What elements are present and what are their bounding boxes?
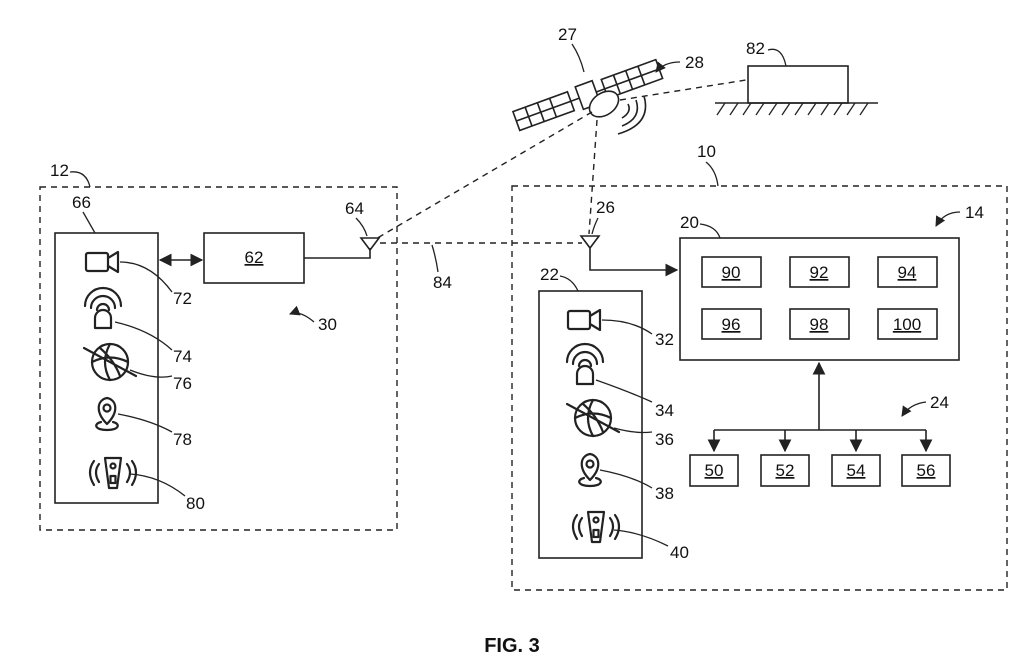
ref-66: 66	[72, 193, 91, 212]
wire-62-64	[304, 248, 371, 259]
remote-sensor-column: 66 72 74 76 78 80	[54, 193, 205, 513]
actuator-tree: 24 50 52 54 56	[689, 361, 951, 487]
wire-26-20	[589, 248, 679, 277]
ref-32: 32	[655, 330, 674, 349]
ref-40: 40	[670, 543, 689, 562]
ref-26: 26	[596, 198, 615, 217]
ref-38: 38	[655, 484, 674, 503]
svg-text:90: 90	[722, 263, 741, 282]
figure-caption: FIG. 3	[484, 635, 540, 657]
controller-box: 20 14 90 92 94 96 98 100	[679, 203, 984, 361]
svg-text:100: 100	[893, 315, 921, 334]
ref-72: 72	[173, 289, 192, 308]
ref-22: 22	[540, 265, 559, 284]
svg-text:52: 52	[776, 461, 795, 480]
svg-text:54: 54	[847, 461, 866, 480]
ref-78: 78	[173, 430, 192, 449]
ref-36: 36	[655, 430, 674, 449]
ref-84: 84	[433, 273, 452, 292]
module-94: 94	[877, 256, 938, 288]
svg-text:92: 92	[810, 263, 829, 282]
module-98: 98	[789, 308, 850, 340]
actuator-56: 56	[901, 454, 951, 487]
ref-12: 12	[50, 161, 69, 180]
module-96: 96	[701, 308, 762, 340]
ref-76: 76	[173, 374, 192, 393]
box-62: 62	[203, 232, 305, 284]
link-satellite-remote	[373, 111, 593, 241]
vehicle-antenna-icon	[579, 235, 601, 250]
ref-27: 27	[558, 25, 577, 44]
link-satellite-vehicle	[588, 119, 598, 235]
ground-station-icon: 82	[715, 39, 878, 116]
antenna-icon	[359, 237, 381, 252]
svg-text:56: 56	[917, 461, 936, 480]
actuator-54: 54	[831, 454, 881, 487]
ref-34: 34	[655, 401, 674, 420]
module-92: 92	[789, 256, 850, 288]
ref-82: 82	[746, 39, 765, 58]
svg-text:50: 50	[705, 461, 724, 480]
ref-10: 10	[697, 142, 716, 161]
module-100: 100	[877, 308, 938, 340]
vehicle-box: 10	[511, 142, 1008, 591]
actuator-50: 50	[689, 454, 739, 487]
ref-80: 80	[186, 494, 205, 513]
ref-64: 64	[345, 199, 364, 218]
remote-vehicle-box: 12	[39, 161, 398, 531]
module-90: 90	[701, 256, 762, 288]
ref-24: 24	[930, 393, 949, 412]
svg-text:96: 96	[722, 315, 741, 334]
svg-text:94: 94	[898, 263, 917, 282]
ref-28: 28	[685, 53, 704, 72]
ref-14: 14	[965, 203, 984, 222]
actuator-52: 52	[760, 454, 810, 487]
ref-74: 74	[173, 347, 192, 366]
box-62-label: 62	[245, 248, 264, 267]
ref-20: 20	[680, 213, 699, 232]
vehicle-sensor-column: 22 32 34 36 38 40	[538, 265, 689, 562]
ref-30: 30	[318, 315, 337, 334]
svg-text:98: 98	[810, 315, 829, 334]
